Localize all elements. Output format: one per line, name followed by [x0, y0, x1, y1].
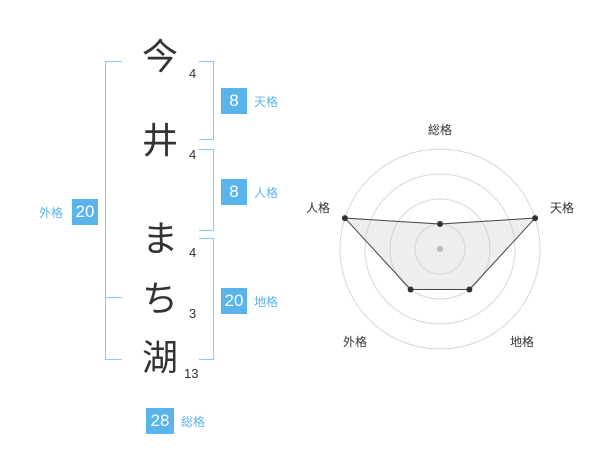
gaikaku-value-badge: 20: [72, 199, 98, 225]
name-char-1: 今: [142, 37, 179, 78]
chikaku-label: 地格: [254, 295, 279, 309]
name-char-4: ち: [142, 279, 179, 320]
bracket-jinkaku: [199, 149, 214, 231]
radar-point: [437, 221, 443, 227]
chikaku-value-badge: 20: [221, 288, 247, 314]
radar-axis-label-jinkaku: 人格: [306, 200, 330, 215]
radar-ring: [389, 198, 491, 300]
stroke-count-4: 3: [189, 306, 197, 321]
radar-point: [466, 286, 473, 293]
bracket-chikaku: [199, 238, 214, 360]
radar-axis-label-soukaku: 総格: [428, 122, 452, 137]
bracket-gaikaku: [105, 61, 122, 360]
radar-points: [341, 215, 539, 293]
radar-ring: [364, 173, 516, 325]
radar-point: [532, 215, 539, 222]
name-char-5: 湖: [142, 338, 179, 379]
stroke-count-3: 4: [189, 245, 197, 260]
tenkaku-label: 天格: [254, 95, 279, 109]
radar-axis-label-tenkaku: 天格: [550, 200, 574, 215]
gaikaku-label: 外格: [39, 206, 64, 220]
name-char-3: ま: [142, 219, 179, 260]
jinkaku-label: 人格: [254, 186, 279, 200]
radar-axis-label-chikaku: 地格: [510, 334, 534, 349]
name-char-2: 井: [142, 121, 179, 162]
radar-point: [341, 215, 348, 222]
bracket-tenkaku: [199, 61, 214, 140]
radar-ring: [339, 148, 541, 350]
radar-center-dot: [437, 246, 443, 252]
stroke-count-5: 13: [184, 366, 199, 381]
radar-data-polygon: [343, 217, 537, 290]
radar-axis-label-gaikaku: 外格: [343, 334, 367, 349]
stroke-count-2: 4: [189, 147, 197, 162]
stroke-count-1: 4: [189, 66, 197, 81]
bracket-gaikaku-divider: [106, 297, 122, 298]
jinkaku-value-badge: 8: [221, 179, 247, 205]
soukaku-label: 総格: [181, 415, 206, 429]
tenkaku-value-badge: 8: [221, 88, 247, 114]
radar-point: [407, 286, 414, 293]
soukaku-value-badge: 28: [146, 408, 174, 434]
